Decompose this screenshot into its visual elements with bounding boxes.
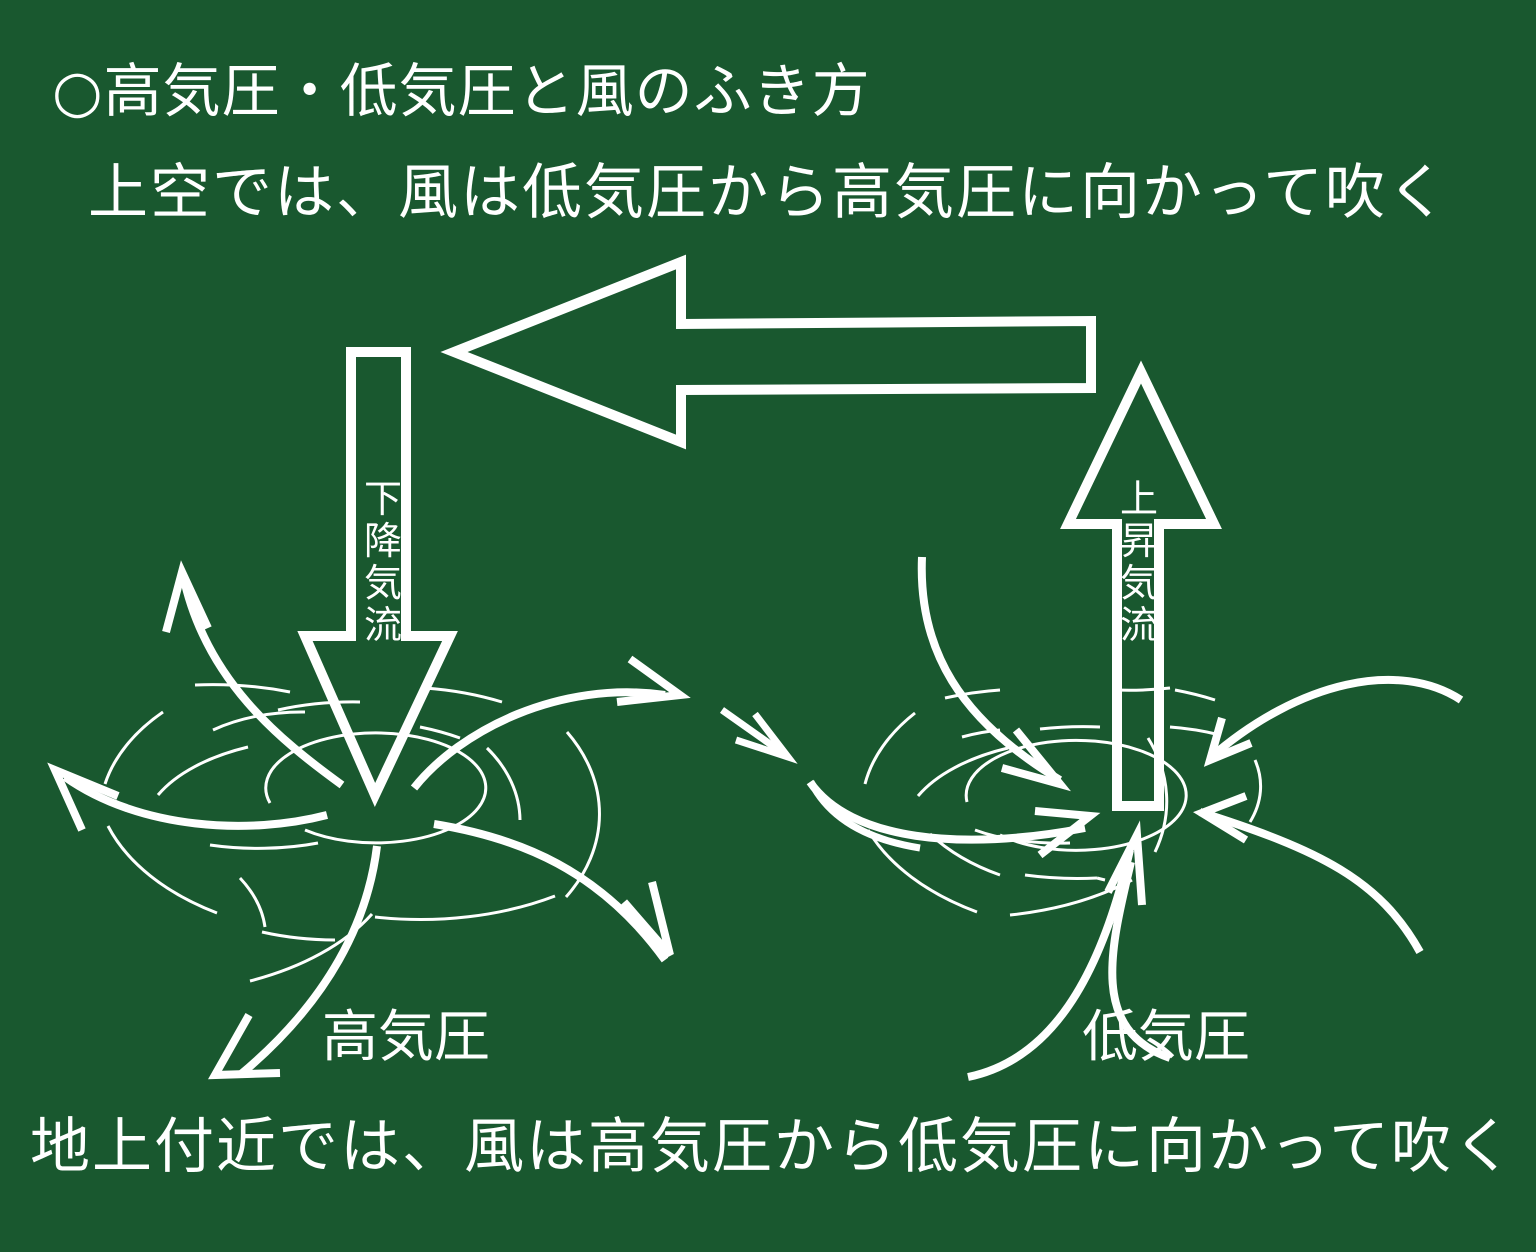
page-title: ○高気圧・低気圧と風のふき方 — [52, 57, 871, 125]
upper-air-arrow-icon — [440, 254, 1096, 450]
ascending-airflow-arrow-icon — [1060, 360, 1222, 811]
descending-airflow-arrow-icon — [297, 347, 458, 808]
low-pressure-label: 低気圧 — [1082, 1005, 1250, 1070]
ascending-airflow-label: 上昇気流 — [1119, 477, 1158, 647]
low-pressure-wind-arrows — [806, 556, 1464, 1081]
low-pressure-isobars — [863, 686, 1263, 917]
high-pressure-wind-arrows — [47, 560, 691, 1080]
ground-level-description: 地上付近では、風は高気圧から低気圧に向かって吹く — [30, 1112, 1515, 1182]
upper-air-description: 上空では、風は低気圧から高気圧に向かって吹く — [88, 158, 1449, 228]
descending-airflow-label: 下降気流 — [363, 477, 402, 647]
high-pressure-label: 高気圧 — [322, 1005, 490, 1070]
